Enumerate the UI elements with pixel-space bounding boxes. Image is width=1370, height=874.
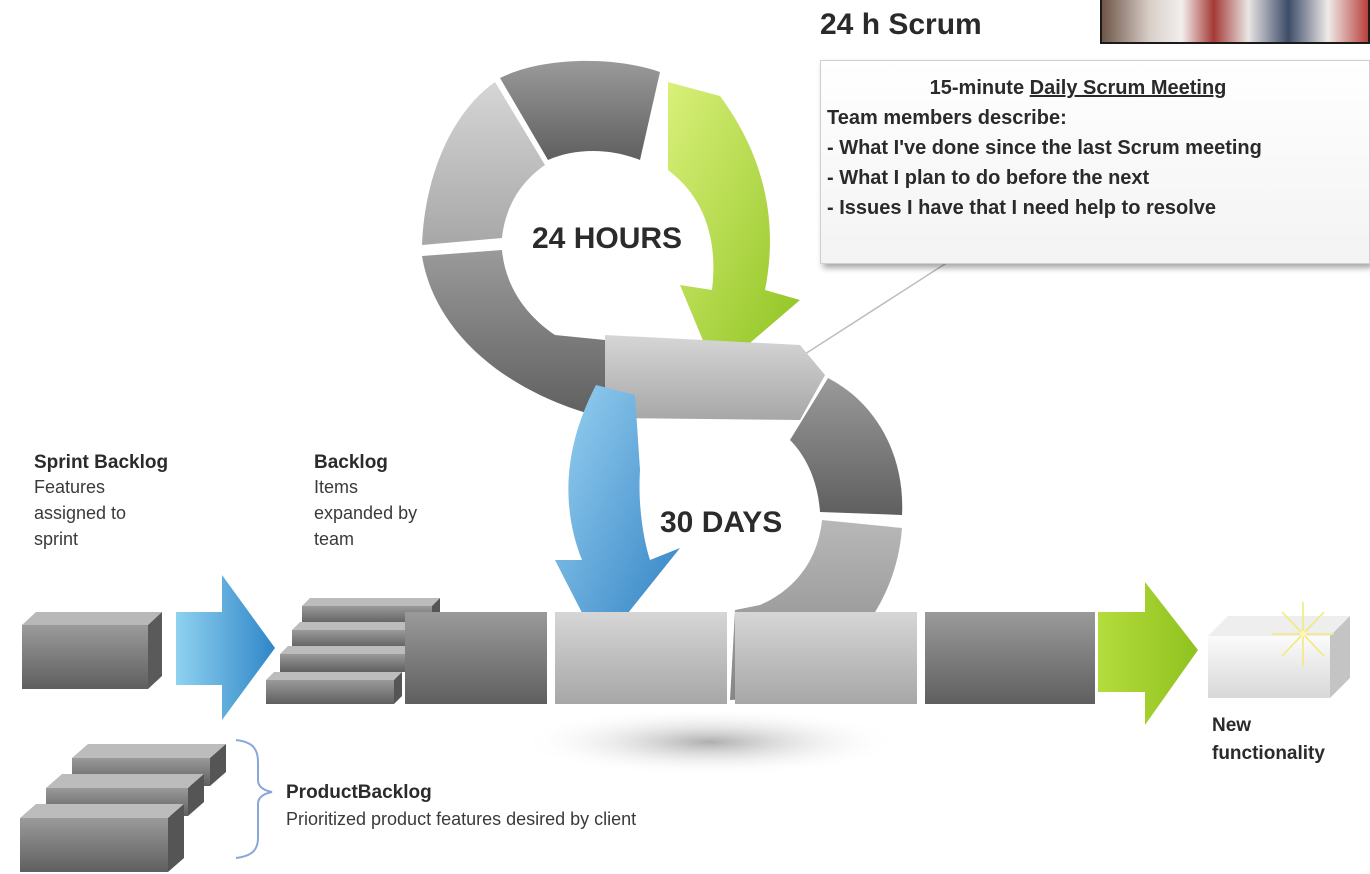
backlog-line: expanded by <box>314 503 418 523</box>
team-photo <box>1100 0 1370 44</box>
backlog-stack <box>266 598 440 704</box>
blue-pipeline-arrow <box>176 575 275 720</box>
new-functionality-line: New <box>1212 715 1252 736</box>
ring-segment-right-upper <box>790 378 903 515</box>
pipeline-row <box>22 575 1350 725</box>
blue-cycle-arrow <box>555 385 680 648</box>
center-link-block <box>605 335 825 420</box>
green-pipeline-arrow <box>1098 582 1198 725</box>
ring-segment-upper-left <box>422 82 545 245</box>
outer-cycle-label: 30 DAYS <box>660 506 783 539</box>
sprint-backlog-label: Sprint Backlog Features assigned to spri… <box>34 452 168 552</box>
ring-segment-top <box>500 60 660 160</box>
sprint-backlog-line: Features <box>34 477 106 497</box>
inner-cycle-label: 24 HOURS <box>532 222 683 255</box>
meeting-item: - Issues I have that I need help to reso… <box>827 197 1217 219</box>
new-functionality-line: functionality <box>1212 743 1325 764</box>
backlog-line: team <box>314 529 355 549</box>
product-backlog-brace <box>235 739 273 859</box>
backlog-title: Backlog <box>314 452 388 473</box>
backlog-line: Items <box>314 477 359 497</box>
callout-connector <box>804 261 949 355</box>
daily-cycle-ring <box>422 60 825 420</box>
pipeline-block-1 <box>405 612 547 704</box>
meeting-prefix: 15-minute <box>929 77 1030 99</box>
scrum-title: 24 h Scrum <box>820 8 982 41</box>
sprint-backlog-title: Sprint Backlog <box>34 452 169 473</box>
meeting-item: - What I've done since the last Scrum me… <box>827 137 1262 159</box>
green-cycle-arrow <box>668 82 800 372</box>
meeting-link[interactable]: Daily Scrum Meeting <box>1029 77 1227 99</box>
product-backlog-label: ProductBacklog Prioritized product featu… <box>286 782 636 832</box>
meeting-intro: Team members describe: <box>827 107 1067 129</box>
meeting-heading: 15-minute Daily Scrum Meeting <box>827 73 1369 103</box>
pipeline-block-4 <box>925 612 1095 704</box>
pipeline-block-2 <box>555 612 727 704</box>
floor-shadow <box>520 708 900 776</box>
pipeline-block-3 <box>735 612 917 704</box>
product-backlog-stack <box>20 744 226 872</box>
sprint-backlog-block <box>22 612 162 689</box>
ring-segment-lower-left <box>422 250 605 418</box>
sprint-backlog-line: sprint <box>34 529 79 549</box>
product-backlog-title: ProductBacklog <box>286 782 432 803</box>
backlog-label: Backlog Items expanded by team <box>314 452 417 552</box>
meeting-item: - What I plan to do before the next <box>827 167 1150 189</box>
new-functionality-block <box>1208 602 1350 698</box>
scrum-callout-box: 15-minute Daily Scrum Meeting Team membe… <box>820 60 1370 264</box>
sprint-backlog-line: assigned to <box>34 503 127 523</box>
product-backlog-desc: Prioritized product features desired by … <box>286 809 637 829</box>
new-functionality-label: New functionality <box>1212 712 1325 768</box>
